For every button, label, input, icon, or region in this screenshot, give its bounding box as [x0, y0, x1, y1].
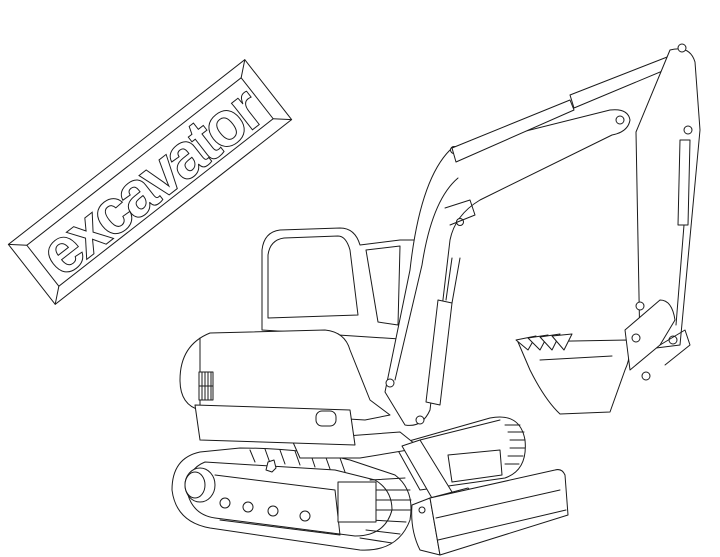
label-plaque: excavator [7, 59, 293, 305]
dozer-blade [411, 469, 569, 556]
cab [261, 227, 421, 341]
label-text: excavator [26, 72, 276, 289]
side-window [365, 245, 401, 326]
dipper-arm [635, 43, 701, 351]
crawler-track-front [171, 447, 412, 551]
arm-cylinder [451, 51, 685, 163]
boom-cylinder [425, 257, 461, 406]
bucket-teeth [515, 333, 573, 351]
engine-cover [179, 329, 391, 446]
tail-light [315, 410, 337, 427]
bucket [515, 299, 691, 415]
